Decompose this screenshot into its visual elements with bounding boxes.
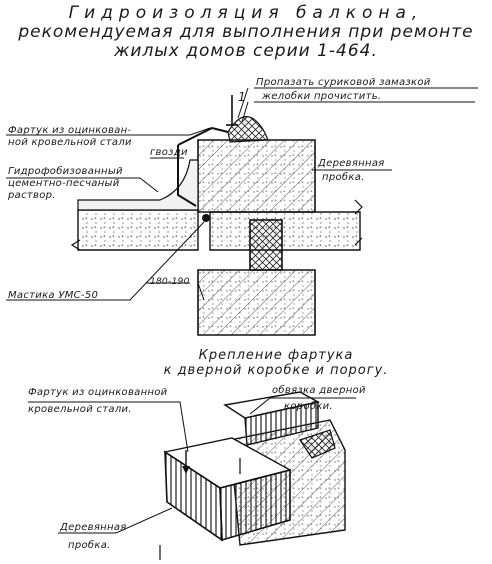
putty-detail [299,429,336,459]
label-mortar-1: Гидрофобизованный [8,166,123,177]
flashing [177,126,229,207]
mortar-wedge [77,159,199,211]
fastening-detail [159,391,346,560]
dimension-label: 180-190 [150,277,190,287]
wooden-plug-top [249,219,283,271]
balcony-section [70,95,363,336]
label-nails: гвозди [150,147,188,158]
leader-lines-bottom [28,397,356,534]
label-wooden-plug-top-2: пробка. [322,172,365,183]
label-putty: Пропазать суриковой замазкой [256,77,431,88]
label-wooden-plug-bottom-1: Деревянная [60,522,127,533]
label-door-frame-1: обвязка дверной [272,385,366,396]
title-line-2: рекомендуемая для выполнения при ремонте [18,22,474,42]
label-mastic: Мастика УМС-50 [8,290,99,301]
detail-subtitle: Крепление фартука к дверной коробке и по… [30,348,492,378]
title-line-1: Гидроизоляция балкона, [68,3,424,23]
upper-wall-concrete [198,140,315,212]
drawing-title: Гидроизоляция балкона, рекомендуемая для… [0,4,492,61]
label-flashing-top-2: ной кровельной стали [8,137,132,148]
floor-slab [209,211,361,251]
break-left [70,239,81,251]
section-mark: 1 [238,90,246,104]
label-door-frame-2: коробки. [284,401,333,412]
break-right [354,199,363,246]
label-flashing-top-1: Фартук из оцинкован- [8,125,132,136]
subtitle-line-2: к дверной коробке и порогу. [163,363,389,378]
leader-lines-top [6,87,478,301]
label-flashing-bottom-1: Фартук из оцинкованной [28,387,168,398]
putty-top [227,116,269,143]
mastic-point [202,214,210,222]
label-wooden-plug-top-1: Деревянная [318,158,385,169]
label-mortar-2: цементно-песчаный [8,178,120,189]
title-line-3: жилых домов серии 1-464. [114,41,378,61]
label-grooves: желобки прочистить. [262,91,382,102]
lower-wall-concrete [198,270,315,335]
balcony-slab [77,209,199,251]
label-flashing-bottom-2: кровельной стали. [28,404,132,415]
label-wooden-plug-bottom-2: пробка. [68,540,111,551]
subtitle-line-1: Крепление фартука [198,348,354,363]
label-mortar-3: раствор. [8,190,56,201]
